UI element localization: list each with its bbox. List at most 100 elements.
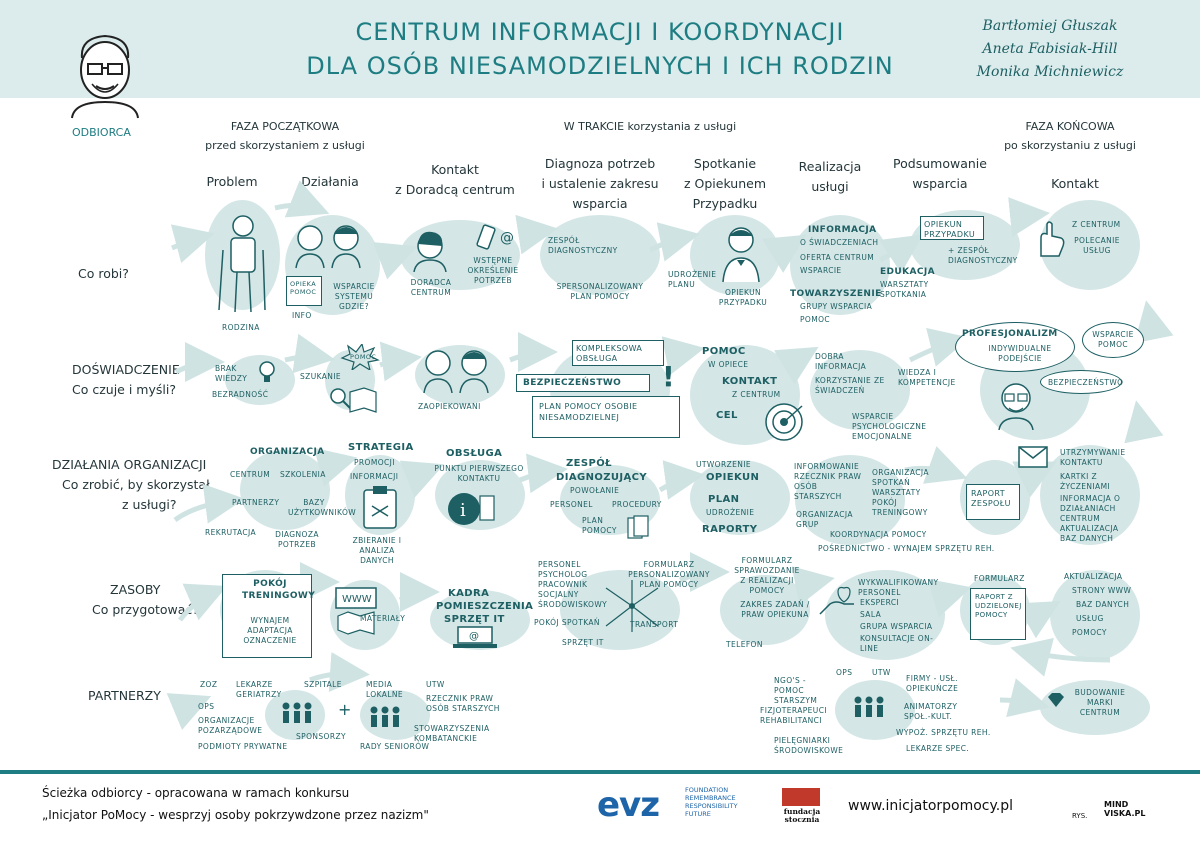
note-firmy: FIRMY - USŁ. OPIEKUŃCZE <box>906 674 959 693</box>
note-utworzenie: UTWORZENIE <box>696 460 752 469</box>
note-lekarze-spec: LEKARZE SPEC. <box>906 744 970 753</box>
blob <box>240 450 330 530</box>
recipient-label: ODBIORCA <box>72 126 131 139</box>
note-zbieranie: ZBIERANIE I ANALIZA DANYCH <box>352 536 402 565</box>
note-wynajem: WYNAJEM ADAPTACJA OZNACZENIE <box>243 616 297 645</box>
note-warsztaty: WARSZTATY SPOTKANIA <box>880 280 929 299</box>
note-w-opiece: W OPIECE <box>708 360 749 369</box>
note-koordynacja: KOORDYNACJA POMOCY <box>830 530 927 539</box>
header-band <box>0 0 1200 98</box>
note-szukanie: SZUKANIE <box>300 372 342 381</box>
note-zespol-diag: ZESPÓŁ DIAGNOSTYCZNY <box>548 236 618 255</box>
author-2: Aneta Fabisiak-Hill <box>982 41 1118 57</box>
note-opiekun-box: OPIEKUN PRZYPADKU <box>920 216 984 240</box>
note-wsparcie-systemu: WSPARCIE SYSTEMU GDZIE? <box>333 282 375 311</box>
row-co-robi: Co robi? <box>78 266 129 281</box>
note-informacja-cent: INFORMACJA O DZIAŁANIACH CENTRUM <box>1060 494 1121 523</box>
note-polecanie: POLECANIE USŁUG <box>1074 236 1120 255</box>
note-personel: PERSONEL <box>550 500 593 509</box>
note-oferta: OFERTA CENTRUM <box>800 253 875 262</box>
note-opieka-pomoc: OPIEKA POMOC <box>286 276 322 306</box>
speech-bubble <box>1082 322 1144 358</box>
note-informacji: INFORMACJI <box>350 472 399 481</box>
note-udrozenie: UDROŻENIE PLANU <box>668 270 717 289</box>
note-rady: RADY SENIORÓW <box>360 742 430 751</box>
blob <box>810 350 910 430</box>
footer-url[interactable]: www.inicjatorpomocy.pl <box>848 798 1014 814</box>
note-plan: PLAN <box>708 494 740 505</box>
rys-label: RYS. <box>1072 812 1088 820</box>
phase-start: FAZA POCZĄTKOWA przed skorzystaniem z us… <box>205 120 365 152</box>
speech-bubble <box>955 322 1075 372</box>
note-lekarze: LEKARZE GERIATRZY <box>236 680 282 699</box>
recipient-portrait-icon <box>71 34 139 119</box>
blob <box>795 455 905 545</box>
note-transport: TRANSPORT <box>630 620 679 629</box>
note-z-centrum: Z CENTRUM <box>1072 220 1121 229</box>
svg-text:@: @ <box>500 230 514 246</box>
speech-bubble <box>1040 370 1122 394</box>
note-cel: CEL <box>716 410 738 421</box>
svg-text:@: @ <box>469 631 479 642</box>
note-rzecznik: RZECZNIK PRAW OSÓB STARSZYCH <box>426 694 500 713</box>
note-plan-pomocy: PLAN POMOCY OSOBIE NIESAMODZIELNEJ <box>532 396 680 438</box>
note-sprzet-it2: SPRZĘT IT <box>562 638 604 647</box>
col-kontakt-end: Kontakt <box>1051 176 1099 191</box>
documents-icon <box>627 515 649 539</box>
case-manager-icon <box>722 227 760 283</box>
phone-at-icon: @ <box>476 224 514 250</box>
note-korzystanie: KORZYSTANIE ZE ŚWIADCZEŃ <box>815 376 885 395</box>
note-kontakt: KONTAKT <box>722 376 778 387</box>
note-posrednictwo: POŚREDNICTWO - WYNAJEM SPRZĘTU REH. <box>818 544 995 553</box>
note-zakres: ZAKRES ZADAŃ / PRAW OPIEKUNA <box>740 600 810 619</box>
lightbulb-icon <box>259 361 275 382</box>
fundacja-stocznia-logo <box>782 788 820 806</box>
www-map-icon: WWW <box>335 587 377 635</box>
authors: Bartłomiej Głuszak Aneta Fabisiak-Hill M… <box>930 15 1170 84</box>
note-bezpieczenstwo: BEZPIECZEŃSTWO <box>516 374 650 392</box>
note-z-centrum-2: Z CENTRUM <box>732 390 781 399</box>
note-rodzina: RODZINA <box>222 323 260 332</box>
mindviska-logo: MIND VISKA.PL <box>1104 800 1146 818</box>
note-raporty: RAPORTY <box>702 524 758 535</box>
note-pielegniarki: PIELĘGNIARKI ŚRODOWISKOWE <box>774 736 844 755</box>
people-group-icon <box>854 696 884 717</box>
note-diagnoza: DIAGNOZA POTRZEB <box>275 530 319 549</box>
author-1: Bartłomiej Głuszak <box>982 18 1118 34</box>
note-wsparcie-psych: WSPARCIE PSYCHOLOGICZNE EMOCJONALNE <box>852 412 927 441</box>
note-aktualizacja-4: AKTUALIZACJA <box>1064 572 1123 581</box>
note-o-swiadczeniach: O ŚWIADCZENIACH <box>800 238 879 247</box>
note-eksperci: EKSPERCI <box>860 598 900 607</box>
note-edukacja: EDUKACJA <box>880 267 935 277</box>
blob <box>560 570 680 650</box>
note-wsparcie-r: WSPARCIE <box>800 266 842 275</box>
note-kompleksowa: KOMPLEKSOWA OBSŁUGA <box>572 340 664 366</box>
diamond-icon <box>1048 693 1064 707</box>
note-opiekun: OPIEKUN <box>706 472 760 483</box>
title-line-2: DLA OSÓB NIESAMODZIELNYCH I ICH RODZIN <box>306 52 894 80</box>
elderly-person-icon <box>218 215 266 313</box>
note-promocji: PROMOCJI <box>354 458 395 467</box>
note-punktu: PUNKTU PIERWSZEGO KONTAKTU <box>434 464 524 483</box>
note-aktualizacja-3: AKTUALIZACJA BAZ DANYCH <box>1060 524 1119 543</box>
relieved-couple-icon <box>423 350 489 393</box>
note-pokoj: POKÓJ TRENINGOWY <box>242 579 316 601</box>
note-wsparcie-pomoc: WSPARCIE POMOC <box>1092 330 1134 349</box>
note-wykwalifikowany: WYKWALIFIKOWANY PERSONEL <box>858 578 939 597</box>
note-pokoj-spotkan: POKÓJ SPOTKAŃ <box>534 618 600 627</box>
note-kadra: KADRA <box>448 588 490 599</box>
note-grupy: GRUPY WSPARCIA <box>800 302 873 311</box>
note-pomieszczenia: POMIESZCZENIA <box>436 601 534 612</box>
note-organizacje: ORGANIZACJE POZARZĄDOWE <box>198 716 263 735</box>
blob <box>690 460 790 535</box>
note-bezpieczenstwo2: BEZPIECZEŃSTWO <box>1048 378 1124 387</box>
note-organizacja-grup: ORGANIZACJA GRUP <box>796 510 853 529</box>
note-indywidualne: INDYWIDUALNE PODEJŚCIE <box>988 344 1052 363</box>
note-fizjo: FIZJOTERAPEUCI REHABILITANCI <box>760 706 827 725</box>
note-materialy: MATERIAŁY <box>360 614 406 623</box>
family-couple-icon <box>295 225 361 269</box>
